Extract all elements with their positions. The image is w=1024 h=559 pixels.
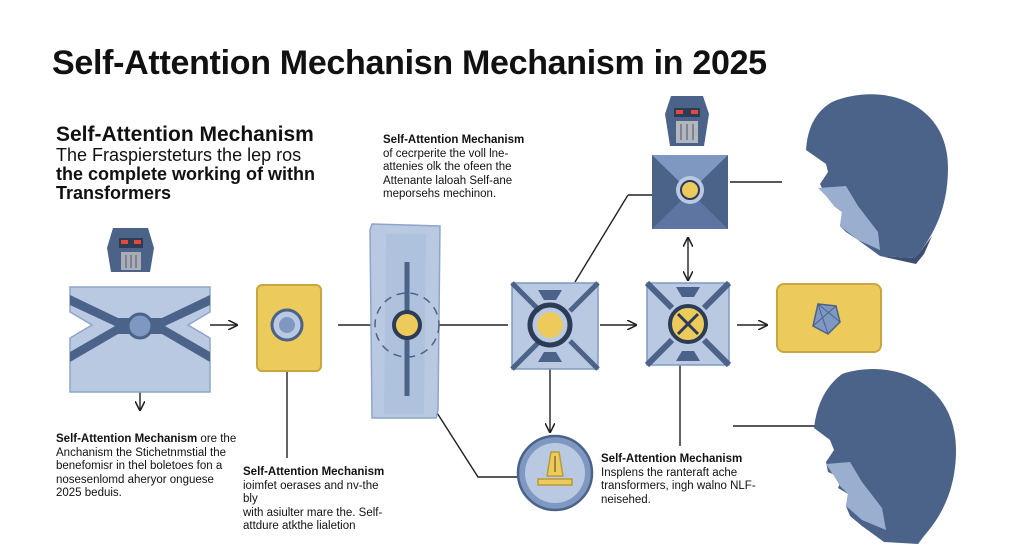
encoder-block [69,286,211,393]
softmax-block [510,281,600,371]
caption-heading: Self-Attention Mechanism [601,453,743,465]
caption-line: of cecrperite the voll lne- [383,147,509,160]
attention-node-upper [652,155,728,229]
caption-heading-suffix: ore the [200,433,237,445]
caption-line: nosesenlomd aheryor onguese [56,473,214,486]
caption-line: neisehed. [601,493,651,506]
caption-line: attdure atkthe lialetion [243,520,356,533]
caption-heading: Self-Attention Mechanism [243,466,385,478]
caption-left: Self-Attention Mechanism ore the Anchani… [56,433,246,501]
query-card [256,284,322,372]
caption-line: ioimfet oerases and nv-the bly [243,479,379,506]
line-to-upper-node [574,194,629,283]
caption-heading: Self-Attention Mechanism [56,433,198,445]
caption-line: transformers, ingh walno NLF- [601,480,756,493]
weighted-sum-node [644,280,732,368]
caption-top: Self-Attention Mechanism of cecrperite t… [383,134,543,202]
caption-line: with asiulter mare the. Self- [243,506,383,519]
caption-line: 2025 beduis. [56,487,122,500]
human-head-icon-bottom [814,369,956,544]
human-head-icon-top [806,94,948,264]
caption-line: meporsehs mechinon. [383,188,497,201]
output-card [776,283,882,353]
page-title: Self-Attention Mechanisn Mechanism in 20… [52,44,767,82]
line-key-to-value [431,404,517,478]
caption-line: attenies olk the ofeen the [383,161,512,174]
connectors [140,181,818,478]
key-panel [369,223,441,419]
robot-head-icon-left [107,228,154,272]
caption-middle: Self-Attention Mechanism ioimfet oerases… [243,466,393,534]
intro-heading: Self-Attention Mechanism [56,123,314,146]
caption-heading: Self-Attention Mechanism [383,134,525,146]
caption-line: Insplens the ranteraft ache [601,466,738,479]
robot-head-icon-top [665,96,709,146]
intro-line: the complete working of withn [56,163,316,184]
intro-body: The Fraspiersteturs the lep ros the comp… [56,146,356,203]
caption-line: Attenante laloah Self-ane [383,174,513,187]
intro-line: Transformers [56,182,172,203]
caption-line: Anchanism the Stichetnmstial the [56,446,227,459]
intro-line: The Fraspiersteturs the lep ros [56,145,302,165]
value-node [516,434,594,512]
caption-line: benefomisr in thel boletoes fon a [56,460,223,473]
caption-right: Self-Attention Mechanism Insplens the ra… [601,453,781,507]
